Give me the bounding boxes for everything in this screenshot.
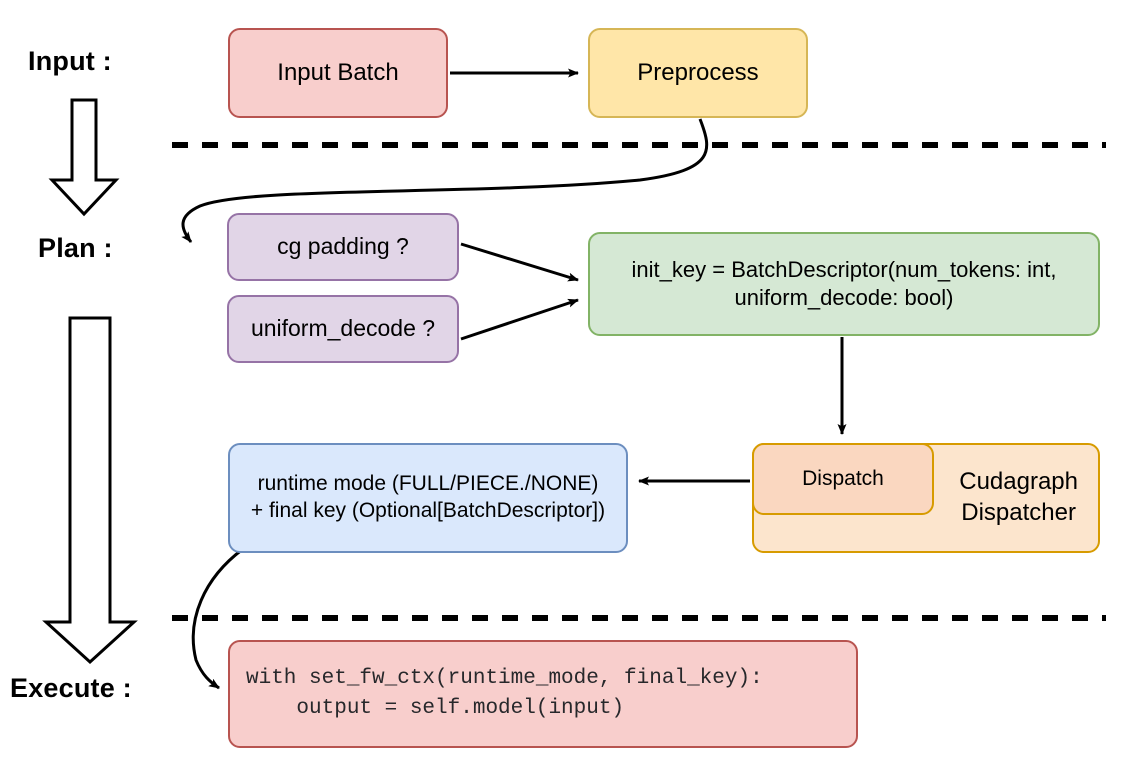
stage-label-execute: Execute :	[10, 673, 132, 703]
node-batch-descriptor-line1: init_key = BatchDescriptor(num_tokens: i…	[631, 256, 1057, 282]
stage-label-input: Input :	[28, 46, 112, 76]
plan-to-execute-block-arrow	[42, 316, 138, 665]
node-cg-padding-label: cg padding ?	[277, 233, 409, 260]
node-runtime-mode[interactable]: runtime mode (FULL/PIECE./NONE) + final …	[228, 443, 628, 553]
node-cudagraph-dispatcher-text: Cudagraph Dispatcher	[959, 467, 1078, 528]
node-cg-padding[interactable]: cg padding ?	[227, 213, 459, 281]
node-dispatch-label: Dispatch	[802, 466, 884, 490]
stage-label-plan: Plan :	[38, 233, 113, 263]
node-exec-code[interactable]: with set_fw_ctx(runtime_mode, final_key)…	[228, 640, 858, 748]
node-exec-code-line2: output = self.model(input)	[246, 697, 625, 720]
node-batch-descriptor[interactable]: init_key = BatchDescriptor(num_tokens: i…	[588, 232, 1100, 336]
node-dispatch[interactable]: Dispatch	[752, 443, 934, 515]
node-cudagraph-dispatcher-line2: Dispatcher	[961, 499, 1076, 526]
node-input-batch[interactable]: Input Batch	[228, 28, 448, 118]
node-runtime-mode-text: runtime mode (FULL/PIECE./NONE) + final …	[251, 471, 605, 525]
node-runtime-mode-line2: + final key (Optional[BatchDescriptor])	[250, 499, 606, 522]
node-batch-descriptor-text: init_key = BatchDescriptor(num_tokens: i…	[632, 256, 1057, 312]
node-exec-code-text: with set_fw_ctx(runtime_mode, final_key)…	[246, 664, 763, 725]
node-input-batch-label: Input Batch	[277, 58, 399, 86]
node-cudagraph-dispatcher-line1: Cudagraph	[959, 468, 1078, 496]
cg-padding-to-batch-descriptor	[460, 242, 579, 282]
uniform-decode-to-batch-descriptor	[460, 298, 579, 341]
node-batch-descriptor-line2: uniform_decode: bool)	[734, 285, 954, 310]
node-runtime-mode-line1: runtime mode (FULL/PIECE./NONE)	[257, 472, 599, 496]
node-exec-code-line1: with set_fw_ctx(runtime_mode, final_key)…	[246, 666, 763, 690]
input-to-plan-block-arrow	[48, 98, 120, 217]
node-uniform-decode-label: uniform_decode ?	[250, 315, 436, 342]
node-uniform-decode[interactable]: uniform_decode ?	[227, 295, 459, 363]
node-preprocess[interactable]: Preprocess	[588, 28, 808, 118]
node-preprocess-label: Preprocess	[637, 58, 759, 86]
